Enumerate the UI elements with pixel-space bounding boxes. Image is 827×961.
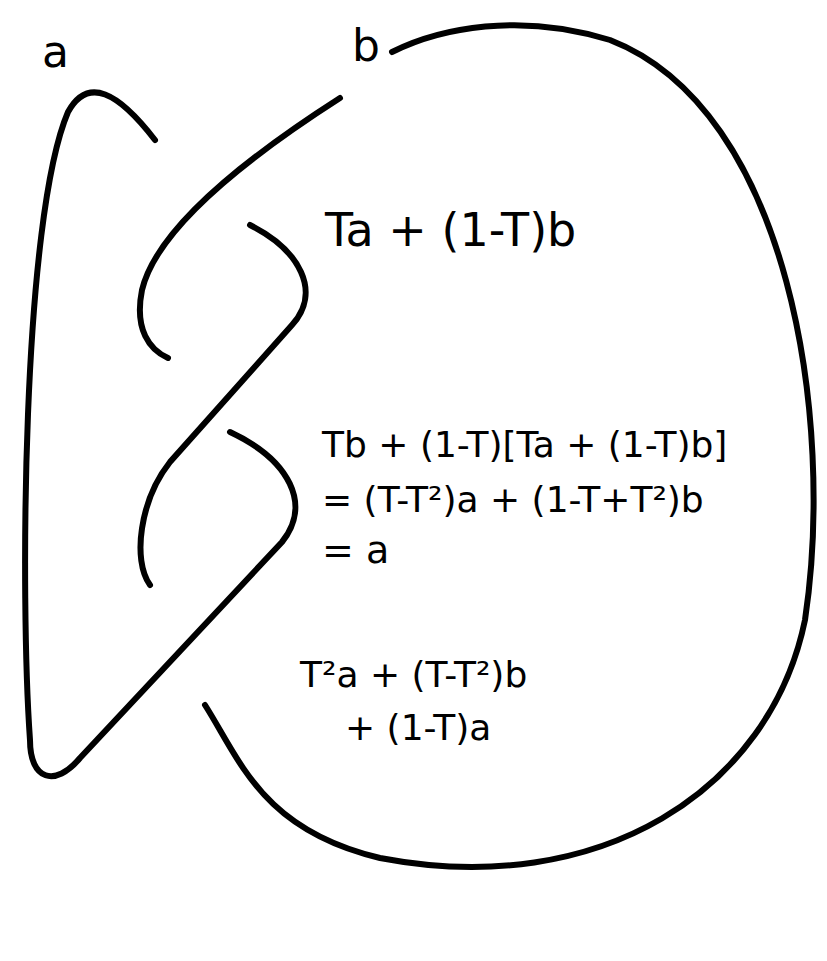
knot-strand bbox=[140, 98, 340, 358]
knot-strand bbox=[205, 25, 814, 867]
formula-label: + (1-T)a bbox=[345, 708, 491, 748]
formula-label: Ta + (1-T)b bbox=[325, 205, 576, 256]
formula-label: a bbox=[42, 28, 69, 76]
formula-label: = (T-T²)a + (1-T+T²)b bbox=[322, 480, 704, 520]
formula-label: b bbox=[352, 22, 380, 70]
knot-strand bbox=[25, 92, 295, 776]
formula-label: = a bbox=[322, 530, 389, 572]
formula-label: Tb + (1-T)[Ta + (1-T)b] bbox=[322, 425, 727, 465]
formula-label: T²a + (T-T²)b bbox=[300, 655, 527, 695]
knot-strand bbox=[140, 225, 305, 585]
